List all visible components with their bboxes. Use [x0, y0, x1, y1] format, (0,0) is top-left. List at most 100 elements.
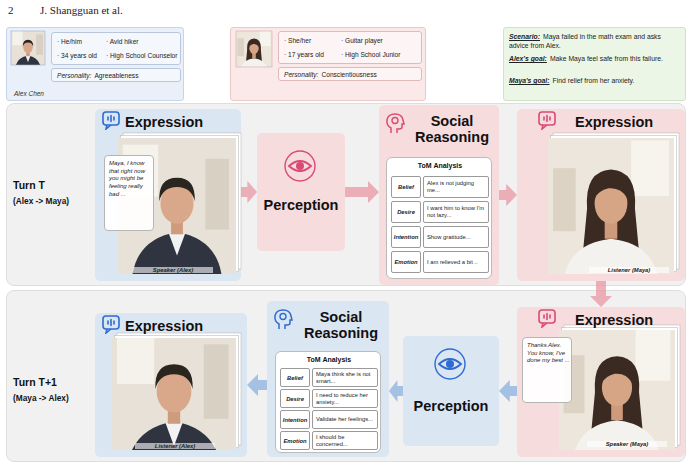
- text-block: Expression: [125, 114, 237, 130]
- table-cell: Validate her feelings...: [316, 416, 373, 423]
- box-title: Social Reasoning: [415, 113, 489, 145]
- turn-label: Turn T+1: [13, 376, 57, 388]
- text-block: Perception: [257, 197, 345, 213]
- label-text: · Guitar player: [341, 37, 383, 44]
- text-block: (Alex -> Maya): [13, 196, 97, 206]
- text-block: · Avid hiker: [106, 38, 180, 45]
- text-block: ToM Analysis: [387, 162, 493, 169]
- label-text: Maya's goal:: [509, 77, 550, 84]
- speech-bubble: Maya, I know that right now you might be…: [104, 155, 154, 231]
- video-caption: Speaker (Alex): [153, 267, 193, 273]
- table-cell: Intention: [283, 417, 307, 423]
- text-block: Maya think she is not smart...: [312, 368, 378, 387]
- box-title: Expression: [125, 114, 203, 130]
- text-block: Show gratitude...: [423, 226, 489, 248]
- text-block: · Guitar player: [341, 37, 421, 44]
- text-block: Emotion: [280, 431, 310, 450]
- text-block: Alex is not judging me...: [423, 176, 489, 198]
- text-block: Expression: [125, 318, 237, 334]
- text-block: Intention: [391, 226, 421, 248]
- table-cell: Maya think she is not smart...: [316, 371, 374, 385]
- text-block: Scenario:Maya failed in the math exam an…: [509, 33, 682, 51]
- table-cell: I am relieved a bit ..: [427, 259, 478, 266]
- expression-box: ExpressionListener (Alex): [95, 313, 247, 457]
- person-name: Alex Chen: [14, 90, 44, 97]
- text-block: Expression: [575, 312, 683, 328]
- running-head: J. Shangguan et al.: [40, 4, 240, 16]
- box-title: Expression: [575, 114, 653, 130]
- avatar-frame: [236, 31, 272, 67]
- label-text: Personality:: [57, 72, 91, 79]
- text-block: · 34 years old: [57, 52, 105, 59]
- text-block: I need to reduce her anxiety...: [312, 389, 378, 408]
- tom-table: ToM AnalysisBelief Maya think she is not …: [275, 351, 381, 453]
- text-block: (Maya -> Alex): [13, 393, 97, 403]
- table-cell: Belief: [398, 184, 414, 190]
- text-block: I want him to know I'm not lazy...: [423, 201, 489, 223]
- turn-panel: Turn T+1 (Maya -> Alex) ExpressionListener…: [6, 290, 686, 462]
- label-text: Conscientiousness: [321, 71, 376, 78]
- table-title: ToM Analysis: [307, 356, 351, 363]
- video-caption: Speaker (Maya): [606, 441, 649, 447]
- text-block: Turn T+1: [13, 376, 97, 388]
- text-block: Intention: [280, 410, 310, 429]
- box-title: Expression: [575, 312, 653, 328]
- reasoning-box: Social ReasoningToM AnalysisBelief Maya t…: [267, 301, 389, 457]
- table-title: ToM Analysis: [418, 162, 462, 169]
- perception-box: Perception: [257, 133, 345, 251]
- label-text: · 34 years old: [57, 52, 97, 59]
- text-block: Emotion: [391, 251, 421, 273]
- text-block: Social Reasoning: [407, 113, 497, 145]
- profile-card: Alex Chen· He/him· Avid hiker· 34 years …: [6, 27, 184, 101]
- label-text: Make Maya feel safe from this failure.: [550, 55, 663, 62]
- text-block: Thanks Alex. You know, I've done my best…: [527, 342, 570, 365]
- text-block: · She/her: [284, 37, 339, 44]
- text-block: Expression: [575, 114, 683, 130]
- text-block: Listener (Alex): [135, 443, 215, 449]
- text-block: Personality:Conscientiousness: [284, 71, 420, 78]
- table-cell: Alex is not judging me...: [427, 180, 485, 194]
- label-text: Alex's goal:: [509, 55, 547, 62]
- text-block: Social Reasoning: [295, 309, 387, 341]
- tom-table: ToM AnalysisBelief Alex is not judging me…: [386, 157, 492, 279]
- box-title: Expression: [125, 318, 203, 334]
- turn-direction: (Maya -> Alex): [13, 393, 69, 403]
- expression-box: ExpressionSpeaker (Alex) Maya, I know tha…: [95, 109, 241, 281]
- label-text: · High School Counselor: [106, 52, 177, 59]
- box-title: Perception: [264, 197, 339, 213]
- table-cell: Emotion: [283, 438, 306, 444]
- table-cell: Emotion: [394, 259, 417, 265]
- text-block: I should be concerned...: [312, 431, 378, 450]
- text-block: Personality:Agreeableness: [57, 72, 179, 79]
- label-text: Maya, I know that right now you might be…: [109, 160, 145, 197]
- table-cell: Intention: [394, 234, 418, 240]
- attribute-box: · He/him· Avid hiker· 34 years old· High…: [51, 32, 181, 65]
- table-cell: Belief: [287, 375, 303, 381]
- text-block: Speaker (Alex): [133, 267, 213, 273]
- text-block: Perception: [403, 398, 499, 414]
- label-text: · High School Junior: [341, 51, 400, 58]
- expression-box: ExpressionListener (Maya): [517, 109, 685, 281]
- box-title: Perception: [414, 398, 489, 414]
- label-text: Agreeableness: [94, 72, 138, 79]
- box-title: Social Reasoning: [304, 309, 378, 341]
- table-cell: I want him to know I'm not lazy...: [427, 205, 485, 219]
- page-number: 2: [8, 4, 28, 16]
- turn-panel: Turn T(Alex -> Maya)ExpressionSpeaker (A…: [6, 103, 686, 286]
- label-text: Find relief from her anxiety.: [553, 77, 635, 84]
- video-caption: Listener (Maya): [608, 267, 651, 273]
- text-block: Belief: [280, 368, 310, 387]
- video-caption: Listener (Alex): [155, 443, 195, 449]
- text-block: · 17 years old: [284, 51, 339, 58]
- text-block: ToM Analysis: [276, 356, 382, 363]
- turn-label: Turn T: [13, 179, 45, 191]
- reasoning-box: Social ReasoningToM AnalysisBelief Alex i…: [379, 105, 499, 285]
- text-block: Speaker (Maya): [587, 441, 667, 447]
- perception-box: Perception: [403, 336, 499, 446]
- text-block: · High School Junior: [341, 51, 421, 58]
- label-text: · Avid hiker: [106, 38, 139, 45]
- personality-box: Personality:Conscientiousness: [278, 67, 422, 81]
- speech-bubble: Thanks Alex. You know, I've done my best…: [522, 337, 572, 403]
- label-text: Scenario:: [509, 33, 540, 40]
